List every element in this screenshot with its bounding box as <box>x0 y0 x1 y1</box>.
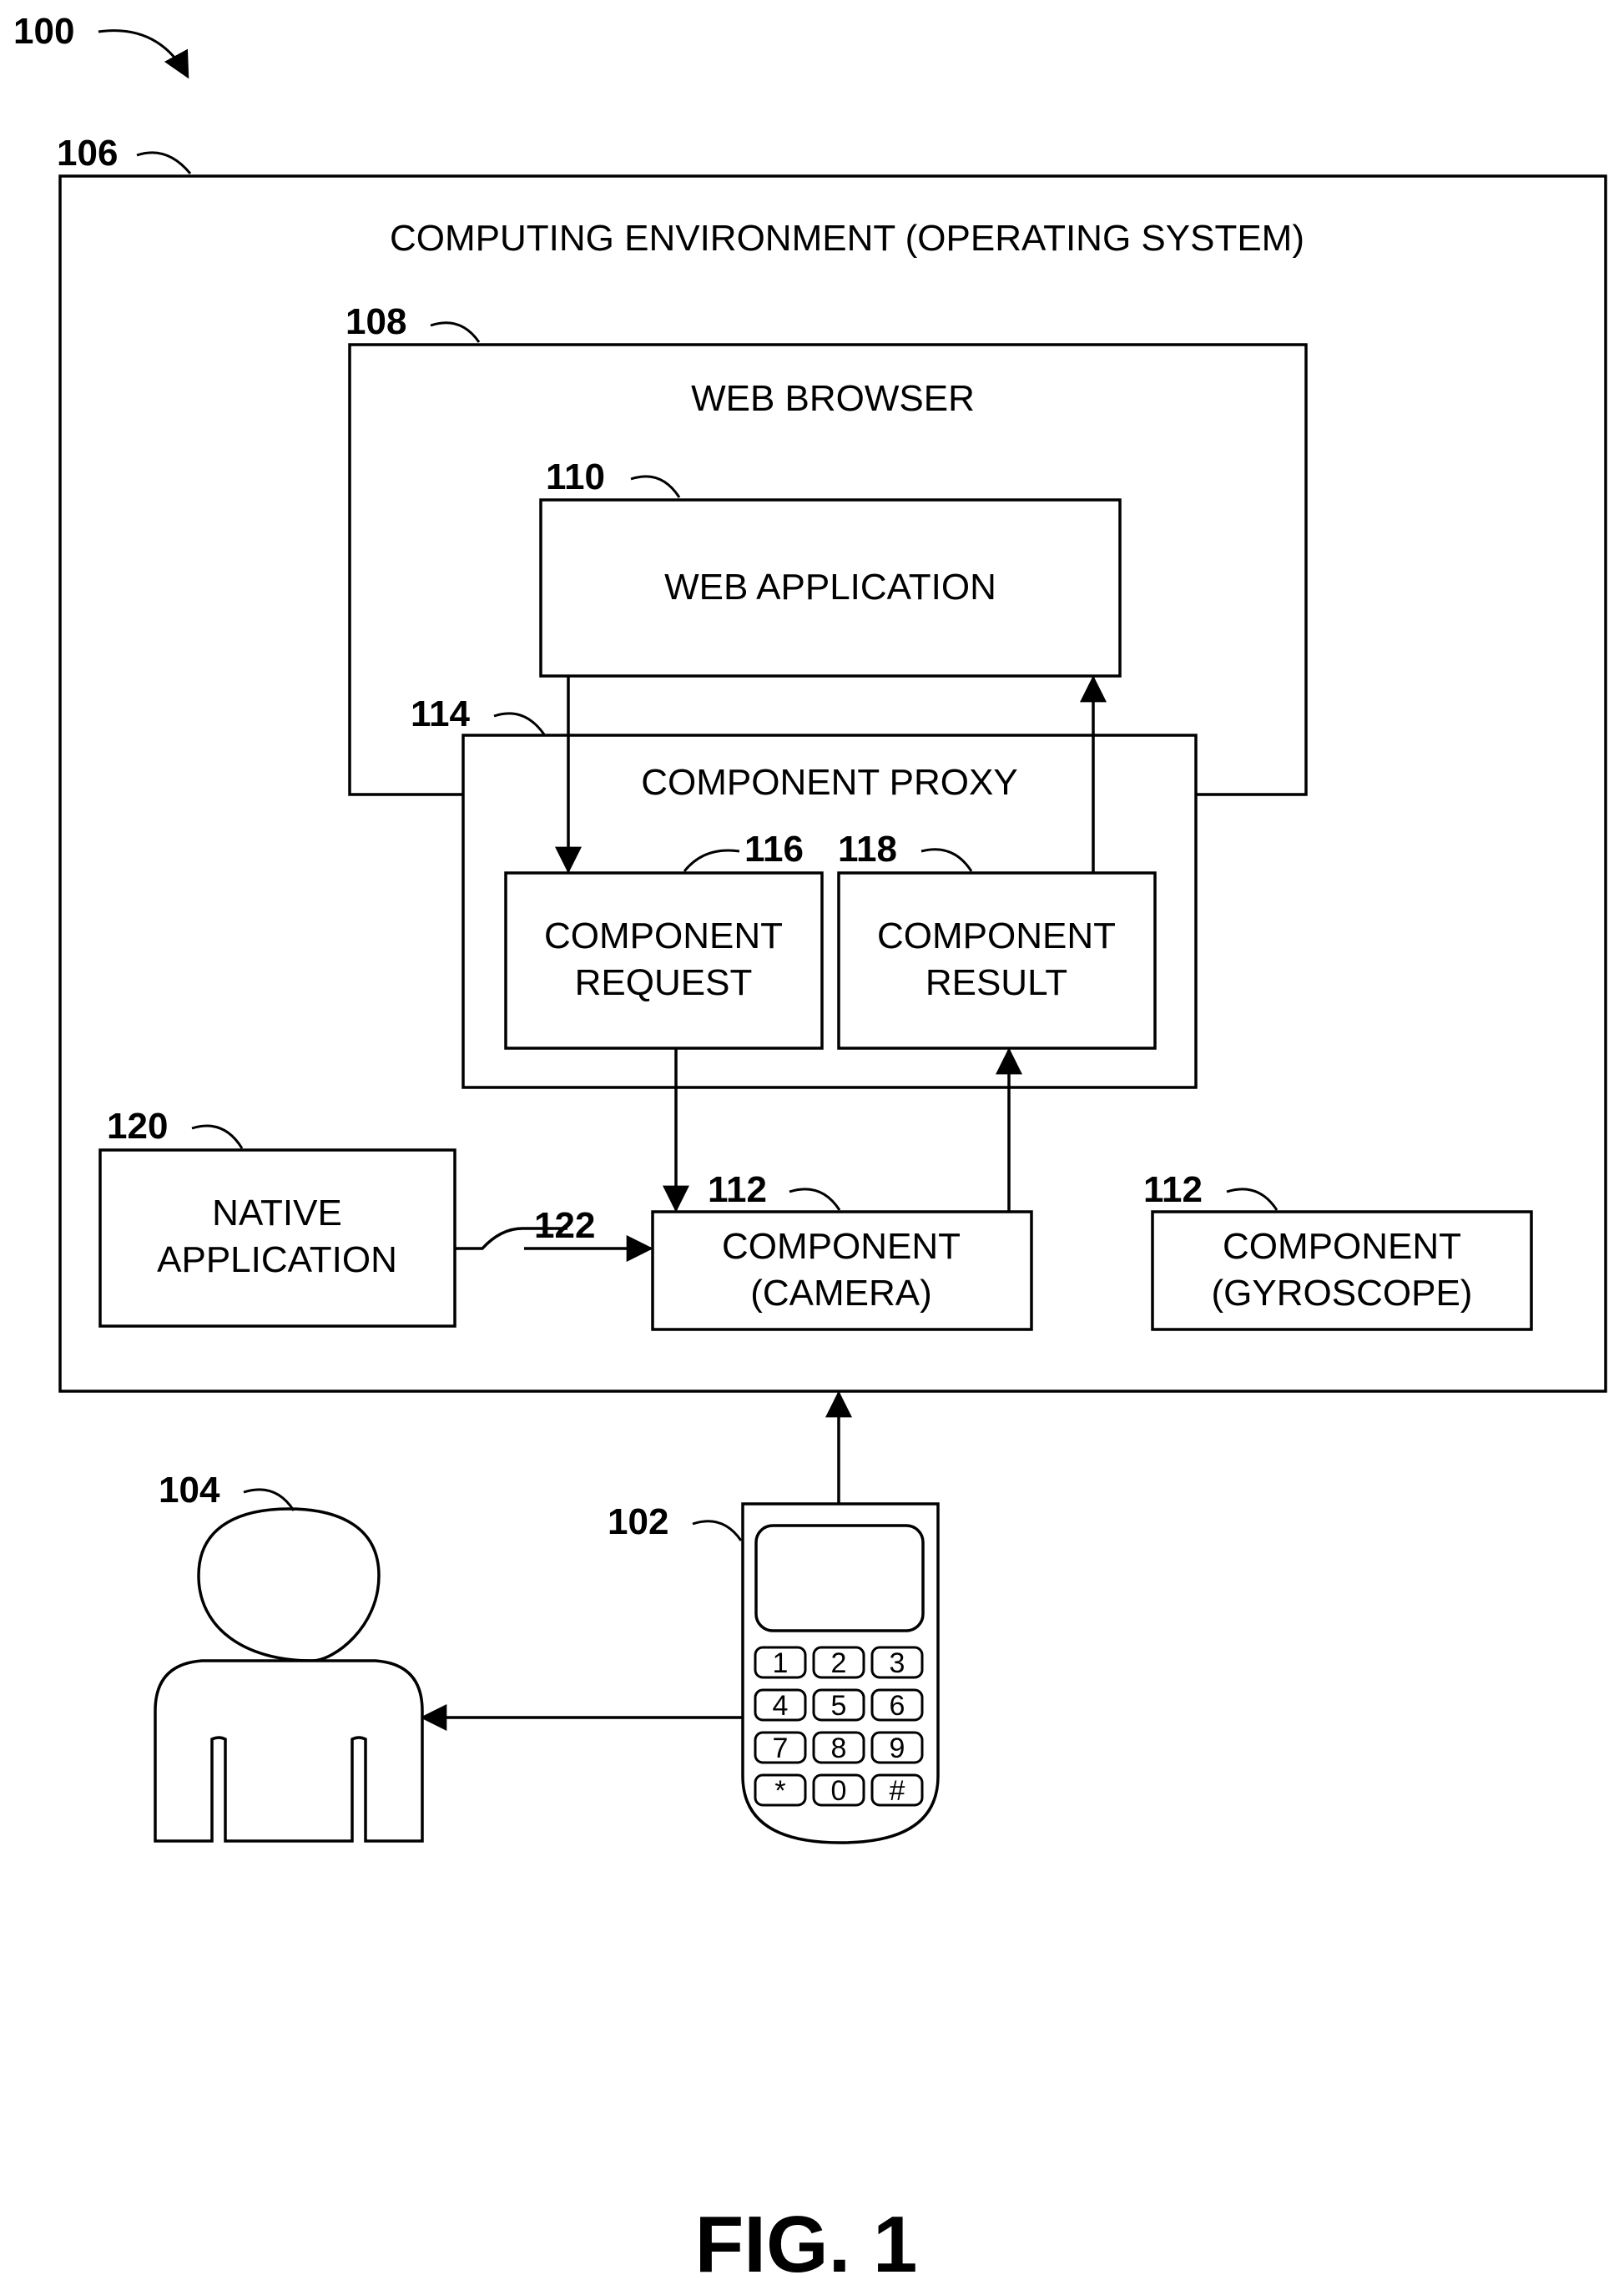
device-leader <box>693 1521 741 1541</box>
keypad-key: 1 <box>755 1647 805 1679</box>
user-leader <box>244 1490 294 1511</box>
figure-reference: 100 <box>13 11 188 77</box>
keypad-key-label: 1 <box>773 1647 789 1679</box>
component-gyroscope-ref: 112 <box>1143 1169 1203 1210</box>
keypad-key-label: 6 <box>890 1690 905 1722</box>
keypad-key: 2 <box>814 1647 864 1679</box>
keypad-key: 3 <box>872 1647 922 1679</box>
web-application-ref: 110 <box>546 456 605 497</box>
computing-environment-label: COMPUTING ENVIRONMENT (OPERATING SYSTEM) <box>390 218 1304 259</box>
keypad-key: 8 <box>814 1733 864 1764</box>
keypad-key: 4 <box>755 1690 805 1722</box>
computing-environment-leader <box>137 153 190 174</box>
component-camera-line1: COMPONENT <box>722 1226 961 1267</box>
native-application-ref: 120 <box>107 1106 168 1147</box>
device-screen <box>756 1526 923 1631</box>
component-result-box <box>839 873 1155 1048</box>
native-arrow-ref: 122 <box>534 1205 595 1246</box>
user-head <box>199 1509 379 1661</box>
keypad-key: * <box>755 1775 805 1807</box>
component-result-line2: RESULT <box>925 962 1067 1003</box>
component-camera-ref: 112 <box>708 1169 767 1210</box>
native-application-line2: APPLICATION <box>157 1239 397 1280</box>
component-result-ref: 118 <box>838 829 897 870</box>
keypad-key: 5 <box>814 1690 864 1722</box>
native-application-box <box>100 1150 455 1326</box>
keypad-key: # <box>872 1775 922 1807</box>
keypad-key-label: 5 <box>831 1690 847 1722</box>
component-gyroscope-line2: (GYROSCOPE) <box>1212 1273 1473 1314</box>
keypad-key: 7 <box>755 1733 805 1764</box>
component-request-line1: COMPONENT <box>544 916 783 956</box>
figure-caption: FIG. 1 <box>695 2200 918 2285</box>
keypad-key: 6 <box>872 1690 922 1722</box>
device-ref: 102 <box>608 1501 668 1542</box>
keypad-key-label: 2 <box>831 1647 847 1679</box>
keypad-key-label: 3 <box>890 1647 905 1679</box>
component-result-line1: COMPONENT <box>877 916 1116 956</box>
component-proxy-ref: 114 <box>411 694 471 734</box>
web-browser-label: WEB BROWSER <box>691 378 975 419</box>
user-figure: 104 <box>155 1470 422 1841</box>
figure-ref-number: 100 <box>13 11 74 52</box>
keypad-key-label: 0 <box>831 1775 847 1807</box>
keypad-key-label: * <box>774 1775 785 1807</box>
component-proxy-label: COMPONENT PROXY <box>641 762 1017 803</box>
component-request-box <box>506 873 822 1048</box>
web-application-label: WEB APPLICATION <box>664 567 996 608</box>
web-browser-ref: 108 <box>345 301 406 342</box>
native-application-line1: NATIVE <box>212 1193 342 1233</box>
keypad-key: 0 <box>814 1775 864 1807</box>
figure-ref-arrow <box>98 31 188 77</box>
keypad-key-label: # <box>890 1775 905 1807</box>
component-camera-line2: (CAMERA) <box>750 1273 932 1314</box>
component-request-line2: REQUEST <box>575 962 753 1003</box>
user-body <box>155 1661 422 1841</box>
keypad-key-label: 7 <box>773 1733 789 1764</box>
keypad-key-label: 9 <box>890 1733 905 1764</box>
mobile-device: 1 2 3 4 5 6 7 8 9 * 0 # 102 <box>608 1501 938 1843</box>
component-gyroscope-line1: COMPONENT <box>1223 1226 1461 1267</box>
component-request-ref: 116 <box>744 829 804 870</box>
keypad-key: 9 <box>872 1733 922 1764</box>
computing-environment-ref: 106 <box>57 133 118 174</box>
user-ref: 104 <box>159 1470 220 1511</box>
keypad-key-label: 8 <box>831 1733 847 1764</box>
keypad-key-label: 4 <box>773 1690 789 1722</box>
